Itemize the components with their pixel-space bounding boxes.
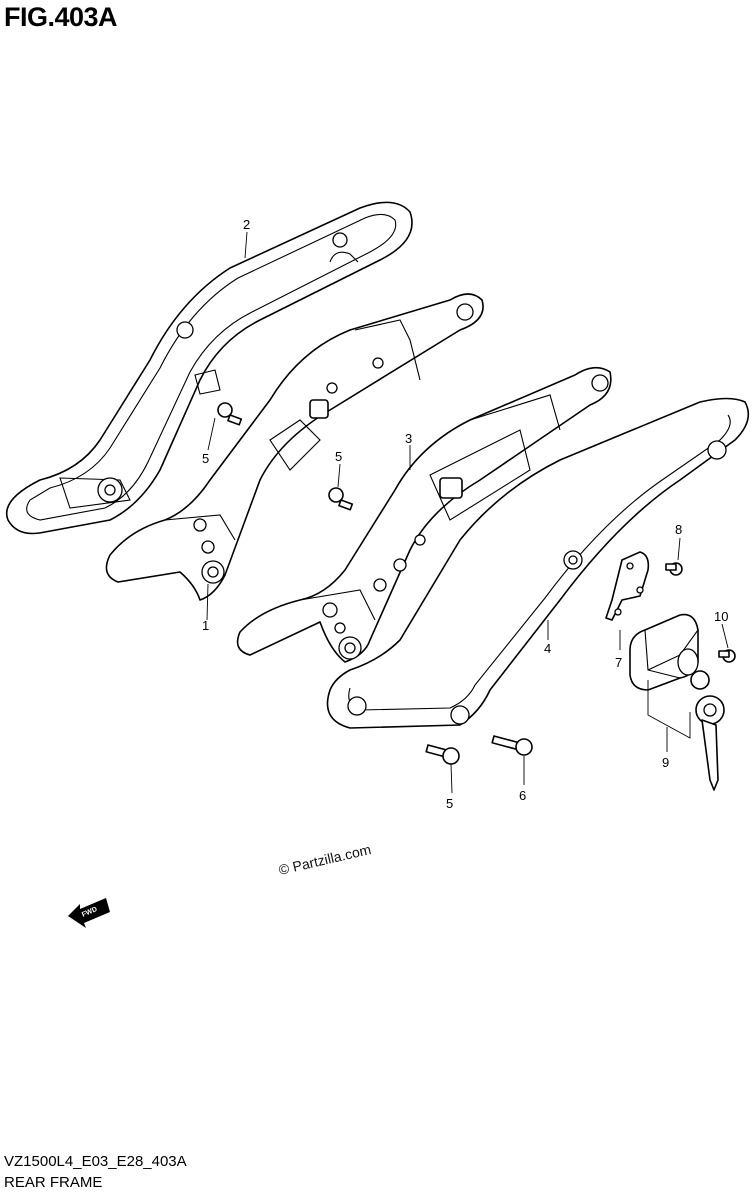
callout-8: 8 <box>675 522 682 537</box>
diagram-code: VZ1500L4_E03_E28_403A <box>4 1153 187 1170</box>
callout-10: 10 <box>714 609 728 624</box>
callout-4: 4 <box>544 641 551 656</box>
callout-1: 1 <box>202 618 209 633</box>
bolt-8[interactable] <box>665 562 683 576</box>
callout-5-upper: 5 <box>202 451 209 466</box>
bolt-5a[interactable] <box>217 402 243 426</box>
figure-title: FIG.403A <box>4 2 118 32</box>
callout-2: 2 <box>243 217 250 232</box>
watermark: © Partzilla.com <box>277 841 373 878</box>
callout-5-lower: 5 <box>446 796 453 811</box>
bolt-5c[interactable] <box>425 744 460 765</box>
side-cover-right[interactable] <box>326 397 750 729</box>
fwd-arrow-icon: FWD <box>68 898 110 928</box>
callout-3: 3 <box>405 431 412 446</box>
callout-7: 7 <box>615 655 622 670</box>
callout-9: 9 <box>662 755 669 770</box>
diagram-name: REAR FRAME <box>4 1174 103 1191</box>
rear-frame-left[interactable] <box>105 293 484 601</box>
bolt-10[interactable] <box>718 649 736 663</box>
rear-frame-right[interactable] <box>236 366 612 663</box>
callout-6: 6 <box>519 788 526 803</box>
callout-5-middle: 5 <box>335 449 342 464</box>
side-cover-left[interactable] <box>5 201 413 535</box>
bolt-5b[interactable] <box>328 487 354 511</box>
helmet-lock-bracket[interactable] <box>605 551 650 621</box>
bolt-6[interactable] <box>491 735 533 756</box>
helmet-lock-set[interactable] <box>629 613 725 791</box>
